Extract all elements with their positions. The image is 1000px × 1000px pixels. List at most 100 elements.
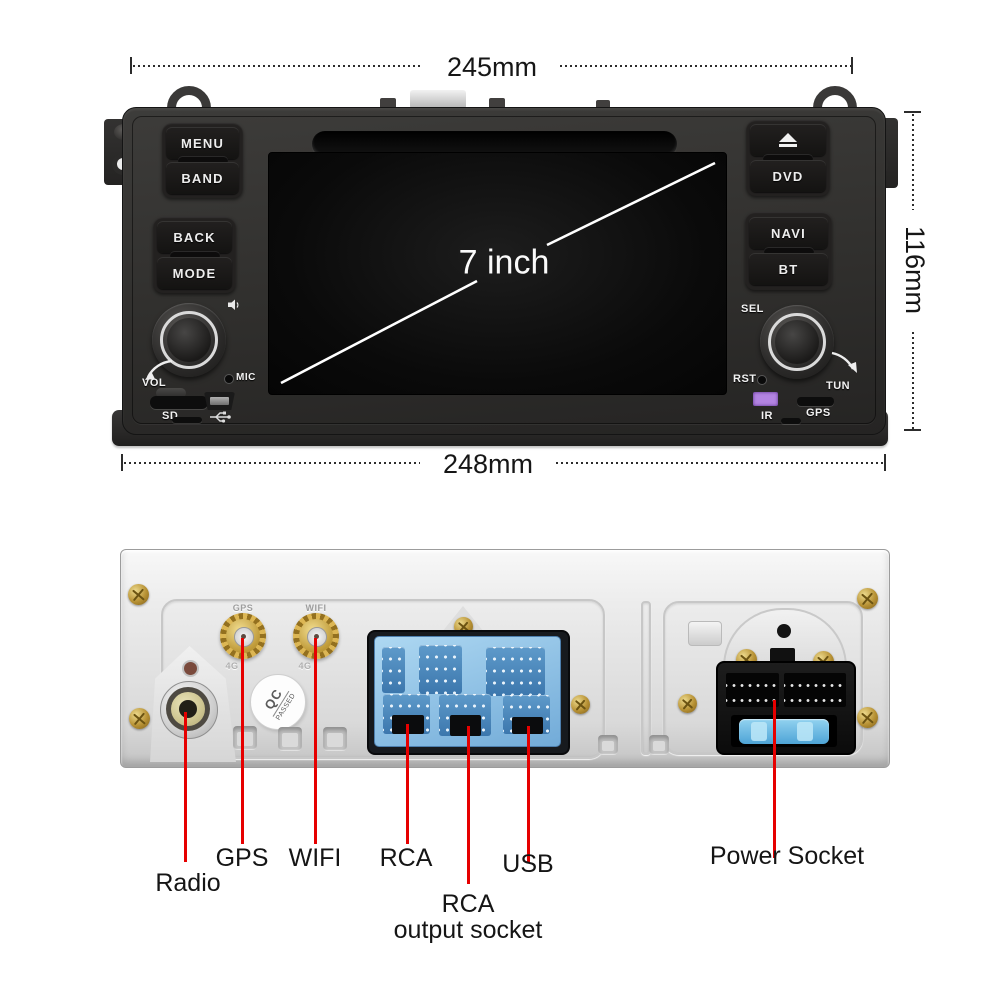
button-block-back-mode: BACK MODE — [153, 217, 236, 293]
sma-pin — [314, 634, 319, 639]
dim-bottom-left-tick — [121, 454, 123, 471]
mic-hole — [224, 374, 234, 384]
radio-antenna-socket — [160, 681, 218, 739]
top-tab-2 — [489, 98, 505, 109]
dim-side-line-bottom — [912, 332, 914, 429]
gps-slot — [797, 397, 834, 406]
vent-square — [233, 726, 257, 750]
screw — [571, 695, 590, 714]
sel-label: SEL — [741, 303, 764, 315]
power-pin-block-right — [784, 673, 846, 707]
volume-knob — [152, 303, 226, 377]
eject-button — [750, 124, 826, 156]
ir-label: IR — [761, 410, 773, 422]
wifi-callout-label: WIFI — [288, 844, 342, 872]
navi-button: NAVI — [749, 217, 828, 249]
screw — [678, 694, 697, 713]
small-slot — [781, 418, 801, 424]
usb-callout-label: USB — [502, 850, 554, 878]
vent-square — [649, 735, 669, 755]
radio-socket-bore — [179, 700, 197, 718]
dim-side-top-tick — [904, 111, 921, 113]
dim-top-line-left — [133, 65, 423, 67]
dim-bottom-line-left — [124, 462, 420, 464]
screen: 7 inch — [268, 152, 727, 395]
button-indent — [763, 247, 814, 256]
sma-pin — [241, 634, 246, 639]
band-button: BAND — [166, 162, 239, 194]
button-indent — [177, 156, 228, 165]
dvd-button: DVD — [750, 160, 826, 192]
usb-socket-opening — [512, 717, 543, 734]
gps-front-label: GPS — [806, 407, 831, 419]
knob-cap — [775, 320, 819, 364]
screw — [857, 588, 878, 609]
screw — [128, 584, 149, 605]
dome-hole — [777, 624, 791, 638]
sd-slot — [150, 396, 208, 409]
qc-passed-sticker: QC PASSED — [250, 674, 306, 730]
harness-connector-small — [382, 647, 405, 693]
radio-plate-hole — [182, 660, 199, 677]
usb-icon — [210, 411, 231, 423]
dim-top-right-tick — [851, 57, 853, 74]
button-indent — [169, 251, 220, 260]
callout-line-rca-output — [467, 726, 470, 884]
front-faceplate-line — [132, 116, 876, 424]
dim-side-label: 116mm — [900, 225, 930, 315]
wifi-antenna-connector — [293, 613, 339, 659]
fuse-terminal — [751, 722, 767, 741]
knob-ring — [160, 311, 218, 369]
fuse-terminal — [797, 722, 813, 741]
wifi-engraving: WIFI — [305, 603, 327, 613]
rst-label: RST — [733, 373, 757, 385]
screw — [857, 707, 878, 728]
power-pin-block-left — [726, 673, 779, 707]
harness-connector-medium — [419, 645, 462, 694]
rear-groove-center — [641, 601, 651, 755]
small-slot — [172, 417, 202, 423]
speaker-icon — [228, 299, 239, 310]
callout-line-usb — [527, 726, 530, 862]
clockwise-arrow-icon — [831, 351, 857, 373]
dim-side-bottom-tick — [904, 429, 921, 431]
power-socket-callout-label: Power Socket — [709, 842, 865, 870]
radio-callout-label: Radio — [155, 869, 221, 897]
screen-size-label: 7 inch — [458, 243, 550, 282]
callout-line-rca — [406, 724, 409, 844]
screen-diagonal-line — [280, 161, 716, 385]
mini-usb-contact — [210, 397, 229, 405]
callout-line-gps — [241, 638, 244, 844]
dim-bottom-label: 248mm — [442, 449, 534, 479]
rca-output-callout-line2: output socket — [393, 916, 543, 944]
counterclockwise-arrow-icon — [145, 359, 173, 380]
callout-line-radio — [184, 712, 187, 862]
vol-label: VOL — [142, 377, 167, 389]
vent-square — [278, 727, 302, 751]
dim-top-label: 245mm — [446, 52, 538, 82]
mic-label: MIC — [236, 372, 256, 383]
sd-card-bump — [156, 388, 186, 398]
dim-top-line-right — [560, 65, 852, 67]
rca-callout-label: RCA — [379, 844, 433, 872]
callout-line-wifi — [314, 638, 317, 844]
screw — [129, 708, 150, 729]
mini-usb-port — [204, 392, 235, 410]
tun-label: TUN — [826, 380, 851, 392]
top-tab-3 — [596, 100, 610, 109]
ir-receiver-window — [753, 392, 778, 406]
knob-cap — [167, 318, 211, 362]
gps-engraving: GPS — [232, 603, 254, 613]
power-socket-connector — [716, 661, 856, 755]
button-block-eject-dvd: DVD — [746, 120, 830, 196]
4g-engraving-left: 4G — [225, 661, 239, 671]
vent-square — [323, 727, 347, 751]
top-tab-1 — [380, 98, 396, 109]
dim-top-left-tick — [130, 57, 132, 74]
button-block-navi-bt: NAVI BT — [745, 212, 832, 290]
rca-output-callout-line1: RCA — [441, 890, 495, 918]
eject-icon — [779, 133, 797, 142]
menu-button: MENU — [166, 127, 239, 159]
dim-bottom-right-tick — [884, 454, 886, 471]
